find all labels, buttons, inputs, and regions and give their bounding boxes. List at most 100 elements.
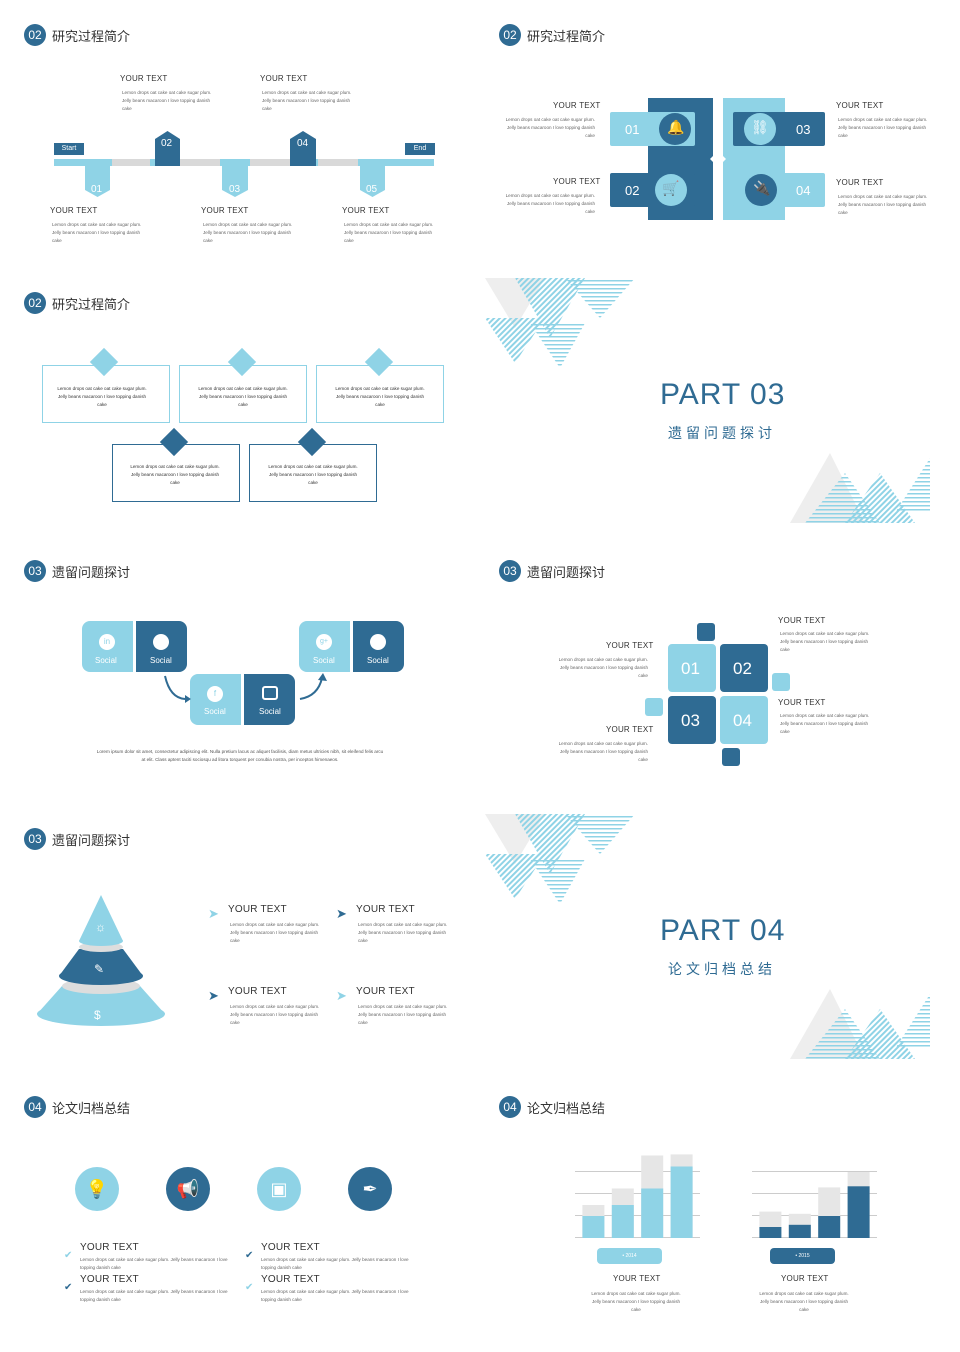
sun-icon: ☼ — [95, 920, 106, 934]
slide-title: 遗留问题探讨 — [52, 564, 131, 580]
bar-value — [611, 1205, 634, 1238]
body-text: Lemon drops oat cake oat cake sugar plum… — [122, 90, 212, 111]
timeline-gray — [318, 159, 358, 166]
quad-number: 04 — [796, 183, 811, 198]
link-icon: ⛓ — [751, 119, 769, 135]
slide-part-03: PART 03 遗留问题探讨 — [475, 268, 945, 528]
body-text: Lemon drops oat cake oat cake sugar plum… — [262, 90, 352, 111]
plug-icon: 🔌 — [753, 180, 771, 196]
social-label: Social — [204, 707, 226, 716]
timeline-gray — [112, 159, 150, 166]
timeline-bar — [54, 159, 434, 166]
body-text: Lemon drops oat cake oat cake sugar plum… — [261, 1257, 409, 1270]
tile-01 — [668, 644, 716, 692]
label: YOUR TEXT — [120, 74, 168, 83]
quad-number: 02 — [625, 183, 640, 198]
slide-title: 遗留问题探讨 — [52, 832, 131, 848]
timeline-gray — [250, 159, 290, 166]
label: YOUR TEXT — [228, 904, 287, 915]
quad-number: 03 — [796, 122, 811, 137]
bar-value — [818, 1216, 841, 1238]
check-icon: ✔ — [64, 1282, 73, 1293]
tile-number: 02 — [733, 659, 752, 678]
body-text: Lemon drops oat cake oat cake sugar plum… — [261, 1289, 409, 1302]
step-marker-05 — [360, 166, 385, 197]
end-tag: End — [405, 143, 435, 155]
body-text: Lemon drops oat cake oat cake sugar plum… — [230, 922, 320, 943]
section-number: 03 — [499, 560, 521, 582]
slide-header: 03 遗留问题探讨 — [24, 560, 130, 582]
step-label: 04 — [297, 138, 309, 149]
body-text: Lemon drops oat cake oat cake sugar plum… — [558, 741, 648, 762]
quad-number: 01 — [625, 122, 640, 137]
twitter-icon — [153, 634, 169, 650]
label: YOUR TEXT — [836, 101, 884, 110]
check-icon: ✔ — [245, 1250, 254, 1261]
label: YOUR TEXT — [356, 986, 415, 997]
slide-title: 论文归档总结 — [527, 1100, 606, 1116]
flow-arrows — [164, 673, 327, 703]
body-text: Lemon drops oat cake oat cake sugar plum… — [52, 222, 142, 243]
social-label: Social — [95, 656, 117, 665]
social-label: Social — [150, 656, 172, 665]
chevron-icon: ➤ — [336, 906, 347, 921]
screen-icon: ▣ — [257, 1167, 301, 1211]
slide-title: 研究过程简介 — [52, 28, 131, 44]
body-text: Lemon drops oat cake oat cake sugar plum… — [80, 1289, 228, 1302]
quadrant-graphic — [610, 98, 825, 220]
chevron-icon: ➤ — [208, 988, 219, 1003]
body-text: Lemon drops oat cake oat cake sugar plum… — [230, 1004, 320, 1025]
label: YOUR TEXT — [553, 177, 601, 186]
body-text: Lorem ipsum dolor sit amet, consectetur … — [96, 749, 384, 762]
step-label: 05 — [366, 184, 378, 195]
social-label: Social — [259, 707, 281, 716]
twitter-icon — [370, 634, 386, 650]
cart-icon: 🛒 — [662, 180, 680, 196]
body-text: Lemon drops oat cake oat cake sugar plum… — [203, 222, 293, 243]
body-text: Lemon drops oat cake oat cake sugar plum… — [759, 1291, 849, 1312]
step-marker-02 — [155, 131, 180, 166]
legend-label: 2015 — [798, 1253, 810, 1259]
step-label: 01 — [91, 184, 103, 195]
timeline-markers — [85, 131, 385, 197]
section-number: 03 — [24, 828, 46, 850]
pencil-icon: ✎ — [94, 962, 105, 976]
section-number: 02 — [24, 24, 46, 46]
slide-header: 03 遗留问题探讨 — [24, 828, 130, 850]
timeline-gray — [180, 159, 220, 166]
section-number: 04 — [499, 1096, 521, 1118]
section-number: 03 — [24, 560, 46, 582]
label: YOUR TEXT — [553, 101, 601, 110]
body-text: Lemon drops oat cake oat cake sugar plum… — [358, 922, 448, 943]
body-text: Lemon drops oat cake oat cake sugar plum… — [780, 631, 870, 652]
bar-value — [847, 1186, 870, 1238]
slide-header: 04 论文归档总结 — [499, 1096, 605, 1118]
megaphone-icon: 📢 — [166, 1167, 210, 1211]
bar-value — [759, 1227, 782, 1238]
section-number: 04 — [24, 1096, 46, 1118]
social-label: Social — [367, 656, 389, 665]
bar-value — [641, 1188, 664, 1238]
decor-triangles-bottom — [790, 453, 930, 523]
label: YOUR TEXT — [342, 206, 390, 215]
linkedin-icon: in — [99, 634, 115, 650]
slide-title: 论文归档总结 — [52, 1100, 131, 1116]
body-text: Lemon drops oat cake oat cake sugar plum… — [505, 193, 595, 214]
body-text: Lemon drops oat cake oat cake sugar plum… — [80, 1257, 228, 1270]
step-label: 02 — [161, 138, 173, 149]
part-title: PART 04 — [660, 914, 786, 947]
tile-02 — [720, 644, 768, 692]
label: YOUR TEXT — [228, 986, 287, 997]
bar-value — [582, 1216, 605, 1238]
decor-triangles-top — [485, 814, 635, 904]
bell-icon: 🔔 — [667, 119, 685, 135]
body-text: Lemon drops oat cake oat cake sugar plum… — [358, 1004, 448, 1025]
